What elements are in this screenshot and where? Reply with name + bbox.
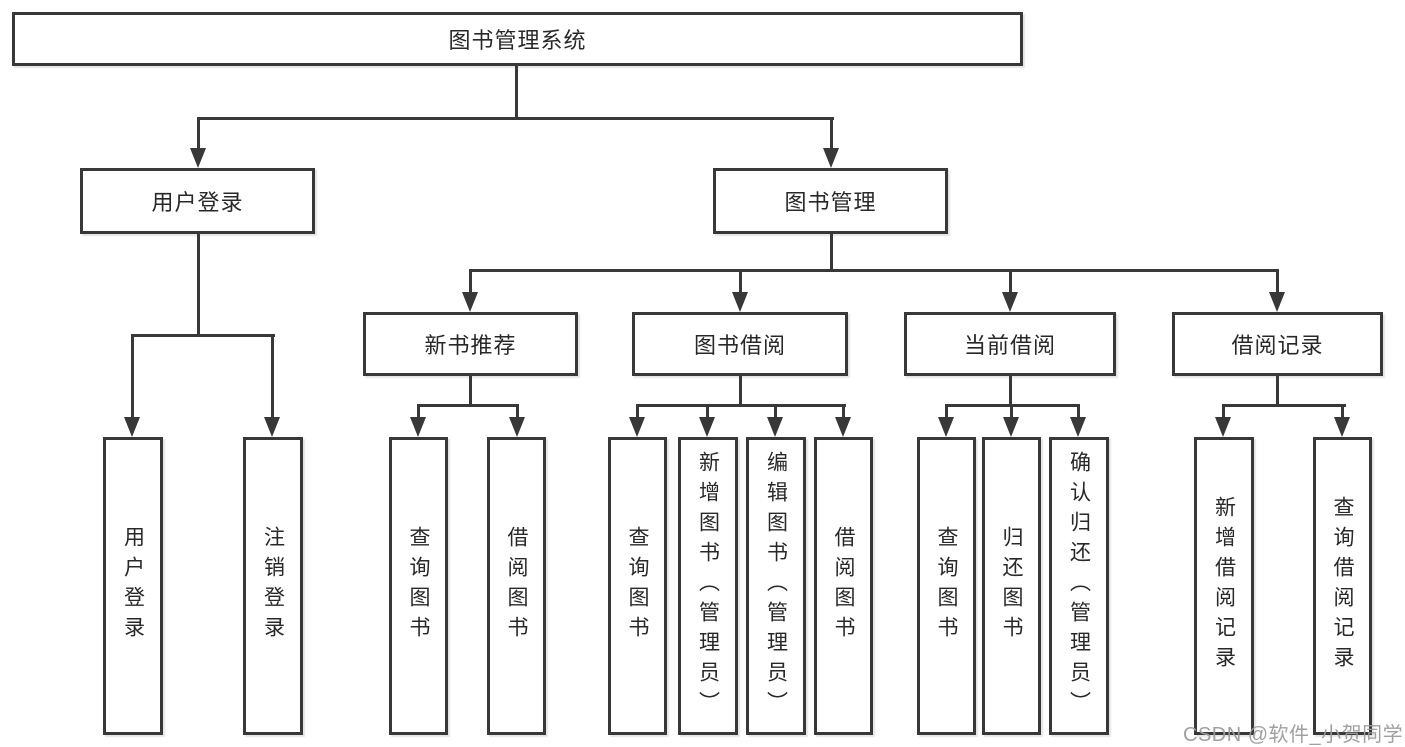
arrow-down-icon [410,417,426,437]
connector-line [636,404,846,407]
arrow-down-icon [509,417,525,437]
connector-line [1222,404,1346,407]
connector-line [830,234,833,272]
connector-line [469,269,1279,272]
connector-line [1010,404,1013,419]
connector-line [739,269,742,295]
connector-line [417,404,519,407]
node-library-management-system: 图书管理系统 [12,12,1023,66]
arrow-down-icon [699,417,715,437]
leaf-logout: 注销登录 [243,437,303,735]
leaf-current-confirm-return-admin: 确认归还（管理员） [1049,437,1109,735]
arrow-down-icon [1070,417,1086,437]
csdn-watermark: CSDN @软件_小贺同学 [1183,724,1404,746]
connector-line [706,404,709,419]
arrow-down-icon [938,417,954,437]
connector-line [636,404,639,419]
connector-line [1009,376,1012,407]
arrow-down-icon [767,417,783,437]
node-new-book-recommend: 新书推荐 [363,312,578,376]
connector-line [739,376,742,407]
connector-line [774,404,777,419]
leaf-current-return-books: 归还图书 [982,437,1041,735]
connector-line [417,404,420,419]
node-user-login: 用户登录 [80,168,315,234]
arrow-down-icon [190,148,206,168]
connector-line [515,66,518,119]
leaf-newbook-query-books: 查询图书 [389,437,448,735]
connector-line [469,269,472,295]
leaf-borrow-query-books: 查询图书 [608,437,667,735]
leaf-records-query-record: 查询借阅记录 [1313,437,1372,735]
node-borrow-records: 借阅记录 [1172,312,1383,376]
connector-line [197,117,834,120]
leaf-current-query-books: 查询图书 [917,437,976,735]
arrow-down-icon [835,417,851,437]
leaf-user-login: 用户登录 [103,437,163,735]
connector-line [197,117,200,150]
leaf-borrow-edit-books-admin: 编辑图书（管理员） [746,437,806,735]
arrow-down-icon [629,417,645,437]
leaf-borrow-add-books-admin: 新增图书（管理员） [678,437,738,735]
connector-line [842,404,845,419]
connector-line [197,234,200,337]
connector-line [1077,404,1080,419]
arrow-down-icon [1215,417,1231,437]
connector-line [830,117,833,150]
node-book-borrow: 图书借阅 [632,312,848,376]
connector-line [1276,269,1279,295]
node-book-management: 图书管理 [713,168,948,234]
connector-line [469,376,472,407]
connector-line [271,334,274,419]
arrow-down-icon [1334,417,1350,437]
connector-line [1009,269,1012,295]
leaf-newbook-borrow-books: 借阅图书 [487,437,546,735]
arrow-down-icon [462,292,478,312]
node-current-borrow: 当前借阅 [904,312,1116,376]
arrow-down-icon [124,417,140,437]
connector-line [516,404,519,419]
connector-line [945,404,948,419]
arrow-down-icon [1002,292,1018,312]
connector-line [131,334,134,419]
connector-line [131,334,275,337]
arrow-down-icon [1003,417,1019,437]
connector-line [1222,404,1225,419]
arrow-down-icon [823,148,839,168]
leaf-records-add-record: 新增借阅记录 [1194,437,1254,735]
arrow-down-icon [732,292,748,312]
connector-line [1341,404,1344,419]
leaf-borrow-borrow-books: 借阅图书 [814,437,873,735]
arrow-down-icon [264,417,280,437]
arrow-down-icon [1269,292,1285,312]
connector-line [1276,376,1279,407]
